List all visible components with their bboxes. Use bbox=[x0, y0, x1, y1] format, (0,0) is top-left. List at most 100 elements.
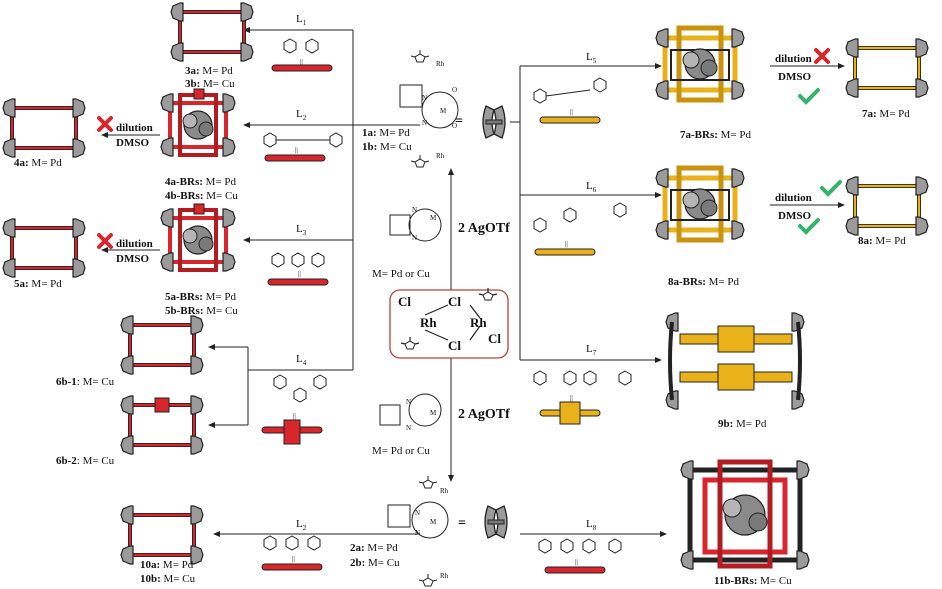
svg-text:N: N bbox=[412, 234, 417, 242]
svg-text:Cl: Cl bbox=[488, 331, 501, 346]
svg-text:L8: L8 bbox=[586, 518, 597, 532]
svg-text:Cl: Cl bbox=[398, 294, 411, 309]
svg-text:N: N bbox=[422, 119, 427, 127]
svg-text:||: || bbox=[565, 240, 568, 248]
svg-text:M: M bbox=[430, 409, 437, 417]
svg-text:L5: L5 bbox=[586, 51, 597, 65]
cage-6b-2 bbox=[121, 396, 203, 454]
svg-text:dilution: dilution bbox=[775, 53, 812, 65]
cage-7a bbox=[846, 39, 928, 97]
svg-text:dilution: dilution bbox=[116, 122, 153, 134]
svg-text:6b-2: M= Cu: 6b-2: M= Cu bbox=[56, 455, 115, 467]
svg-text:7a-BRs: M= Pd: 7a-BRs: M= Pd bbox=[680, 129, 751, 141]
rh-dimer-box bbox=[389, 289, 509, 359]
svg-text:L2: L2 bbox=[296, 108, 307, 122]
rh-dimer-bonds bbox=[400, 287, 498, 350]
cage-5a-brs bbox=[161, 204, 235, 271]
compound-labels: 3a: M= Pd 3b: M= Cu 4a: M= Pd 4a-BRs: M=… bbox=[14, 65, 910, 587]
cross-icon-7a bbox=[814, 48, 830, 64]
complex-free-2 bbox=[379, 393, 442, 427]
linker-L8-bar bbox=[544, 566, 606, 574]
svg-text:||: || bbox=[575, 558, 578, 566]
cage-11b-brs bbox=[680, 459, 810, 570]
svg-text:N: N bbox=[406, 398, 411, 406]
cage-7a-brs bbox=[656, 28, 744, 100]
svg-text:N: N bbox=[415, 509, 420, 517]
svg-text:O: O bbox=[452, 122, 457, 130]
svg-text:9b: M= Pd: 9b: M= Pd bbox=[718, 418, 767, 430]
cage-9b bbox=[665, 312, 805, 410]
svg-text:8a-BRs: M= Pd: 8a-BRs: M= Pd bbox=[668, 276, 739, 288]
linker-L5-bar bbox=[539, 116, 601, 124]
cage-8a bbox=[846, 177, 928, 235]
complex-free bbox=[389, 208, 442, 242]
svg-text:Cl: Cl bbox=[448, 338, 461, 353]
ligand-labels: L1 L2 L3 L4 L5 L6 L7 L8 L2 bbox=[296, 13, 597, 532]
svg-text:dilution: dilution bbox=[775, 192, 812, 204]
condition-labels: dilution DMSO dilution DMSO dilution DMS… bbox=[116, 53, 812, 265]
svg-text:L1: L1 bbox=[296, 13, 307, 27]
svg-text:Rh: Rh bbox=[436, 60, 445, 68]
ligand-structures bbox=[263, 38, 632, 554]
svg-text:5b-BRs: M= Cu: 5b-BRs: M= Cu bbox=[165, 305, 238, 317]
linker-L3-bar bbox=[267, 278, 329, 286]
svg-text:DMSO: DMSO bbox=[116, 253, 149, 265]
svg-text:10b: M= Cu: 10b: M= Cu bbox=[140, 573, 196, 585]
linker-L2b-bar bbox=[261, 563, 323, 571]
svg-text:||: || bbox=[298, 270, 301, 278]
svg-text:DMSO: DMSO bbox=[116, 137, 149, 149]
svg-text:3a: M= Pd: 3a: M= Pd bbox=[185, 65, 233, 77]
svg-text:3b: M= Cu: 3b: M= Cu bbox=[185, 78, 235, 90]
svg-text:4a-BRs: M= Pd: 4a-BRs: M= Pd bbox=[165, 176, 236, 188]
svg-text:L6: L6 bbox=[586, 180, 597, 194]
svg-text:11b-BRs: M= Cu: 11b-BRs: M= Cu bbox=[714, 575, 792, 587]
svg-text:L3: L3 bbox=[296, 223, 307, 237]
svg-text:||: || bbox=[292, 555, 295, 563]
node-icon-top bbox=[482, 105, 506, 139]
svg-text:dilution: dilution bbox=[116, 238, 153, 250]
complex-1 bbox=[399, 49, 459, 168]
svg-text:L4: L4 bbox=[296, 353, 307, 367]
cage-8a-brs bbox=[656, 168, 744, 240]
svg-text:||: || bbox=[570, 394, 573, 402]
svg-text:5a: M= Pd: 5a: M= Pd bbox=[14, 278, 62, 290]
svg-text:||: || bbox=[570, 108, 573, 116]
svg-text:L7: L7 bbox=[586, 343, 597, 357]
svg-text:N: N bbox=[412, 206, 417, 214]
cross-icon-5a bbox=[97, 233, 113, 249]
cage-5a bbox=[3, 219, 85, 277]
check-icon-8a-top bbox=[820, 180, 842, 196]
svg-text:1b: M= Cu: 1b: M= Cu bbox=[362, 141, 412, 153]
cage-4a-brs bbox=[161, 89, 235, 156]
linker-L2-bar bbox=[264, 154, 326, 162]
svg-text:||: || bbox=[293, 412, 296, 420]
atom-labels: Rh N M N O O Rh = M N N M N N Rh N M N R… bbox=[292, 58, 578, 580]
svg-text:O: O bbox=[452, 86, 457, 94]
svg-text:4b-BRs: M= Cu: 4b-BRs: M= Cu bbox=[165, 190, 238, 202]
connector-lines bbox=[108, 29, 838, 535]
svg-text:2a: M= Pd: 2a: M= Pd bbox=[350, 542, 398, 554]
svg-text:2b: M= Cu: 2b: M= Cu bbox=[350, 557, 400, 569]
svg-text:M: M bbox=[430, 518, 437, 526]
svg-text:DMSO: DMSO bbox=[778, 210, 811, 222]
svg-text:Cl: Cl bbox=[448, 294, 461, 309]
arrowheads bbox=[101, 27, 845, 537]
svg-text:L2: L2 bbox=[296, 518, 307, 532]
node-icon-bottom bbox=[484, 505, 508, 539]
cross-icon-4a bbox=[97, 116, 113, 132]
svg-text:N: N bbox=[422, 94, 427, 102]
svg-text:1a: M= Pd: 1a: M= Pd bbox=[362, 127, 410, 139]
svg-text:2 AgOTf: 2 AgOTf bbox=[458, 407, 510, 422]
cage-10a bbox=[121, 506, 203, 564]
complex-2 bbox=[387, 475, 449, 587]
reagent-labels: 2 AgOTf 2 AgOTf bbox=[458, 221, 510, 422]
svg-text:M= Pd or Cu: M= Pd or Cu bbox=[372, 268, 430, 280]
svg-text:M= Pd or Cu: M= Pd or Cu bbox=[372, 445, 430, 457]
svg-text:Rh: Rh bbox=[420, 315, 437, 330]
svg-text:||: || bbox=[295, 146, 298, 154]
svg-text:Rh: Rh bbox=[440, 572, 449, 580]
svg-text:4a: M= Pd: 4a: M= Pd bbox=[14, 157, 62, 169]
svg-text:7a: M= Pd: 7a: M= Pd bbox=[862, 108, 910, 120]
svg-text:Rh: Rh bbox=[436, 152, 445, 160]
